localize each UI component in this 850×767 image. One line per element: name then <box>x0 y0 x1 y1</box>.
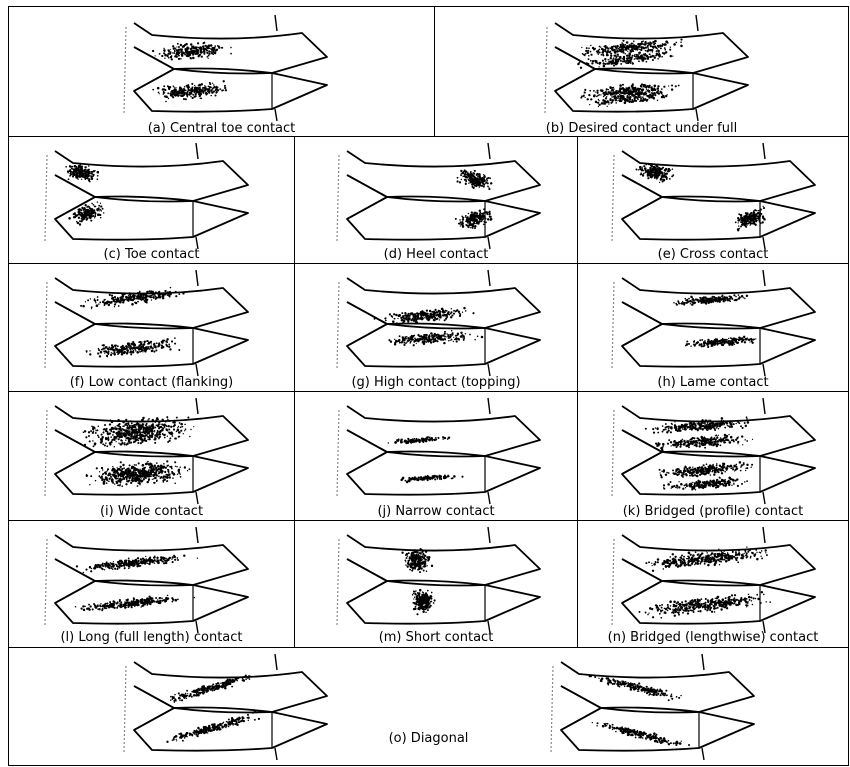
panel-b: (b) Desired contact under full <box>434 6 849 137</box>
panel-caption-d: (d) Heel contact <box>383 247 489 262</box>
tooth-drawing-h <box>611 269 816 377</box>
contact-pattern-dots <box>65 164 105 226</box>
tooth-outline <box>611 142 816 250</box>
tooth-drawing-d <box>336 142 541 250</box>
tooth-outline <box>44 397 249 505</box>
tooth-drawing-j <box>336 397 541 505</box>
tooth-outline <box>44 526 249 634</box>
contact-pattern-dots <box>635 163 766 232</box>
panel-e: (e) Cross contact <box>577 136 849 264</box>
contact-pattern-dots <box>644 416 754 491</box>
panel-o: (o) Diagonal <box>8 647 849 766</box>
panel-m: (m) Short contact <box>294 520 578 648</box>
panel-caption-f: (f) Low contact (flanking) <box>69 375 234 390</box>
contact-pattern-dots <box>632 546 771 619</box>
tooth-outline <box>336 526 541 634</box>
contact-pattern-dots <box>454 169 493 230</box>
tooth-outline <box>611 269 816 377</box>
panel-caption-n: (n) Bridged (lengthwise) contact <box>607 630 819 645</box>
tooth-drawing-l <box>44 526 249 634</box>
panel-a: (a) Central toe contact <box>8 6 435 137</box>
tooth-drawing-o-right <box>550 653 755 761</box>
panel-caption-e: (e) Cross contact <box>657 247 769 262</box>
contact-pattern-dots <box>588 674 691 747</box>
contact-pattern-dots <box>373 306 484 347</box>
contact-pattern-dots <box>151 41 232 103</box>
panel-caption-c: (c) Toe contact <box>103 247 200 262</box>
tooth-drawing-n <box>611 526 816 634</box>
panel-g: (g) High contact (topping) <box>294 263 578 392</box>
tooth-outline <box>611 397 816 505</box>
contact-pattern-dots <box>387 436 464 484</box>
tooth-outline <box>44 142 249 250</box>
contact-pattern-dots <box>401 547 436 616</box>
panel-caption-i: (i) Wide contact <box>99 504 204 519</box>
tooth-outline <box>550 653 755 761</box>
panel-c: (c) Toe contact <box>8 136 295 264</box>
panel-caption-j: (j) Narrow contact <box>377 504 495 519</box>
contact-pattern-dots <box>673 294 757 349</box>
panel-k: (k) Bridged (profile) contact <box>577 391 849 521</box>
tooth-drawing-e <box>611 142 816 250</box>
tooth-outline <box>44 269 249 377</box>
panel-j: (j) Narrow contact <box>294 391 578 521</box>
contact-pattern-dots <box>82 416 195 488</box>
contact-pattern-dots <box>577 38 683 108</box>
tooth-drawing-g <box>336 269 541 377</box>
panel-caption-o: (o) Diagonal <box>388 731 469 746</box>
panel-d: (d) Heel contact <box>294 136 578 264</box>
panel-l: (l) Long (full length) contact <box>8 520 295 648</box>
panel-h: (h) Lame contact <box>577 263 849 392</box>
tooth-outline <box>336 397 541 505</box>
tooth-drawing-a <box>123 14 328 122</box>
tooth-drawing-m <box>336 526 541 634</box>
tooth-outline <box>123 653 328 761</box>
tooth-outline <box>544 14 749 122</box>
tooth-outline <box>336 142 541 250</box>
panel-caption-k: (k) Bridged (profile) contact <box>622 504 804 519</box>
panel-n: (n) Bridged (lengthwise) contact <box>577 520 849 648</box>
tooth-drawing-f <box>44 269 249 377</box>
tooth-drawing-b <box>544 14 749 122</box>
panel-caption-a: (a) Central toe contact <box>147 121 296 136</box>
panel-caption-h: (h) Lame contact <box>657 375 769 390</box>
panel-caption-m: (m) Short contact <box>378 630 494 645</box>
panel-caption-g: (g) High contact (topping) <box>351 375 521 390</box>
tooth-drawing-i <box>44 397 249 505</box>
tooth-outline <box>123 14 328 122</box>
tooth-drawing-o-left <box>123 653 328 761</box>
panel-caption-b: (b) Desired contact under full <box>545 121 738 136</box>
tooth-drawing-c <box>44 142 249 250</box>
panel-i: (i) Wide contact <box>8 391 295 521</box>
tooth-outline <box>336 269 541 377</box>
contact-pattern-dots <box>166 674 260 743</box>
tooth-outline <box>611 526 816 634</box>
tooth-drawing-k <box>611 397 816 505</box>
contact-pattern-dots <box>80 286 185 358</box>
contact-pattern-dots <box>74 554 199 612</box>
panel-f: (f) Low contact (flanking) <box>8 263 295 392</box>
panel-caption-l: (l) Long (full length) contact <box>60 630 243 645</box>
